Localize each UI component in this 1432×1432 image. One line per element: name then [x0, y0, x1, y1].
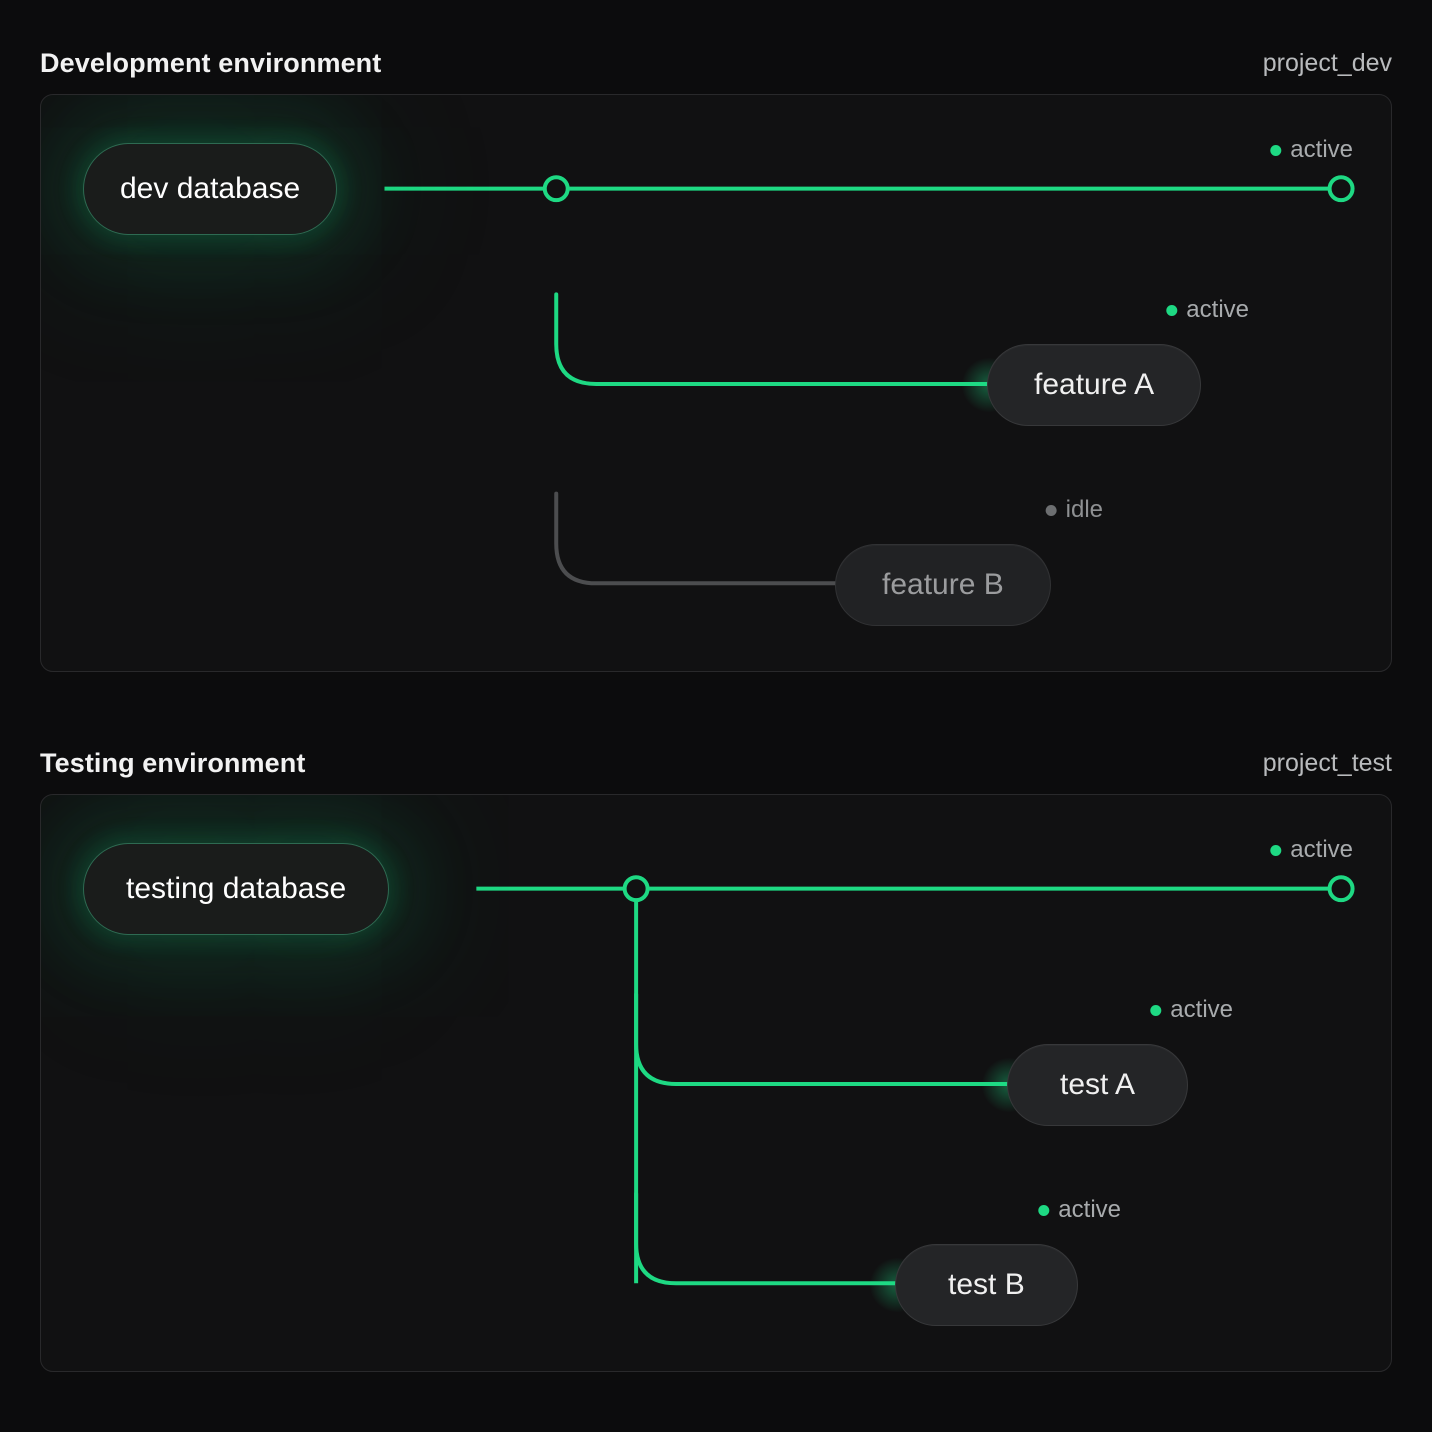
status-badge-test-b: active [1038, 1198, 1121, 1222]
status-dot-icon [1270, 144, 1282, 156]
status-badge-trunk-testing: active [1270, 838, 1353, 862]
node-feature-a[interactable]: feature A [987, 344, 1202, 426]
node-feature-b[interactable]: feature B [835, 544, 1051, 626]
status-label: idle [1065, 496, 1103, 523]
status-dot-icon [1270, 844, 1282, 856]
status-label: active [1290, 836, 1353, 863]
section-header-development: Development environment project_dev [40, 32, 1392, 94]
status-badge-feature-b: idle [1045, 496, 1103, 523]
junction-node-testing [622, 875, 650, 903]
node-test-b[interactable]: test B [895, 1244, 1078, 1326]
status-dot-icon [1166, 304, 1178, 316]
status-label: active [1058, 1196, 1121, 1223]
node-label: testing database [126, 872, 347, 905]
node-label: feature A [1034, 368, 1155, 401]
page-title-development: Development environment [40, 47, 382, 78]
node-test-a[interactable]: test A [1007, 1044, 1189, 1126]
node-testing-database[interactable]: testing database [83, 843, 390, 935]
project-name-testing: project_test [1262, 748, 1392, 777]
status-dot-icon [1150, 1004, 1162, 1016]
status-badge-trunk-development: active [1270, 138, 1353, 162]
status-badge-test-a: active [1150, 998, 1233, 1022]
trunk-endpoint-node-testing [1327, 875, 1355, 903]
status-dot-icon [1038, 1204, 1050, 1216]
project-name-development: project_dev [1262, 48, 1392, 77]
panel-development: dev database active feature A active [40, 94, 1392, 672]
node-dev-database[interactable]: dev database [83, 143, 338, 235]
page-title-testing: Testing environment [40, 747, 306, 778]
status-label: active [1170, 996, 1233, 1023]
graph-canvas-development: dev database active feature A active [41, 95, 1391, 671]
section-development: Development environment project_dev [40, 32, 1392, 672]
section-testing: Testing environment project_test [40, 732, 1392, 1372]
node-label: dev database [120, 172, 301, 205]
junction-node-development [542, 175, 570, 203]
status-badge-feature-a: active [1166, 298, 1249, 322]
status-label: active [1186, 296, 1249, 323]
status-label: active [1290, 136, 1353, 163]
node-label: test B [948, 1268, 1025, 1301]
graph-canvas-testing: testing database active test A active [41, 795, 1391, 1371]
node-label: feature B [882, 568, 1004, 601]
panel-testing: testing database active test A active [40, 794, 1392, 1372]
trunk-endpoint-node-development [1327, 175, 1355, 203]
section-header-testing: Testing environment project_test [40, 732, 1392, 794]
node-label: test A [1060, 1068, 1136, 1101]
status-dot-icon [1045, 504, 1057, 516]
